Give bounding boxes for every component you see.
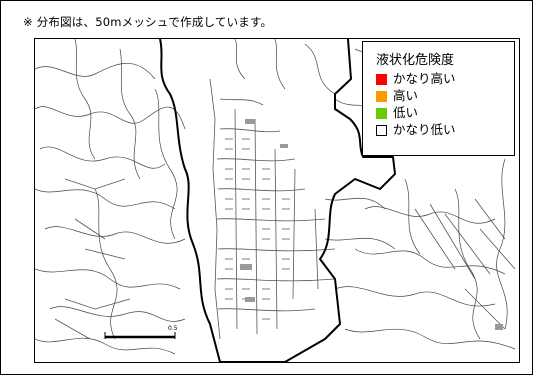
legend-swatch-very-low <box>376 124 387 136</box>
map-canvas: 0.5 <box>35 39 516 362</box>
legend-label-low: 低い <box>393 105 419 120</box>
mesh-note: ※ 分布図は、50mメッシュで作成しています。 <box>23 15 273 29</box>
legend-item-very-high: かなり高い <box>376 72 456 86</box>
legend-label-very-low: かなり低い <box>393 122 456 137</box>
legend-swatch-very-high <box>376 73 387 85</box>
legend-item-low: 低い <box>376 106 418 120</box>
study-area-boundary <box>159 39 396 362</box>
legend-label-very-high: かなり高い <box>393 71 456 86</box>
legend-swatch-high <box>376 90 387 102</box>
contour-lines <box>35 39 516 355</box>
map-legend: 液状化危険度 かなり高い 高い 低い かなり低い <box>362 41 515 156</box>
scale-bar: 0.5 <box>104 325 178 339</box>
legend-item-very-low: かなり低い <box>376 123 456 137</box>
legend-item-high: 高い <box>376 89 418 103</box>
legend-label-high: 高い <box>393 88 419 103</box>
legend-swatch-low <box>376 107 387 119</box>
scale-bar-end-label: 0.5 <box>168 325 178 332</box>
legend-title: 液状化危険度 <box>376 53 455 68</box>
road-network <box>54 78 516 340</box>
building-blocks <box>240 119 503 330</box>
